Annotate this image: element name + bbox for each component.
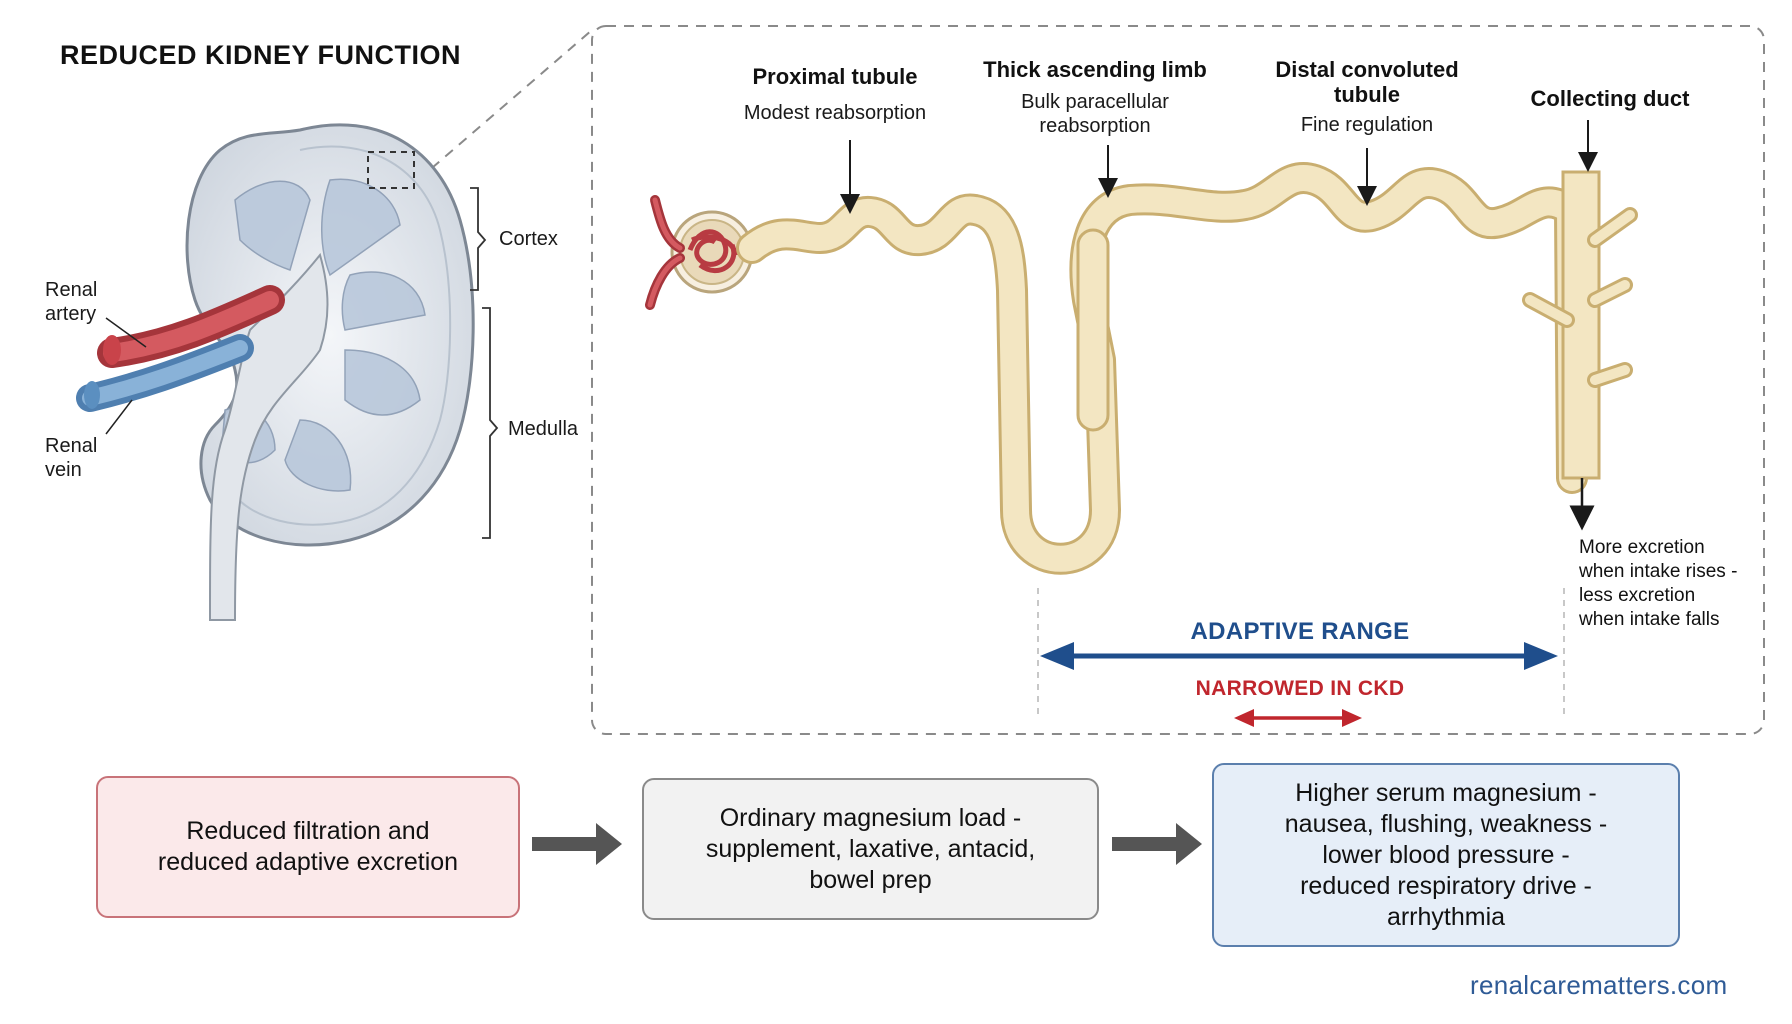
flow-box-magnesium-load: Ordinary magnesium load - supplement, la… <box>642 778 1099 920</box>
segment-proximal-tubule: Proximal tubule Modest reabsorption <box>710 64 960 125</box>
segment-collecting-duct: Collecting duct <box>1500 86 1720 111</box>
flow-arrow-1 <box>532 823 622 865</box>
segment-note: Modest reabsorption <box>743 102 927 124</box>
segment-note: Fine regulation <box>1300 114 1434 136</box>
flow-box-higher-serum-magnesium: Higher serum magnesium - nausea, flushin… <box>1212 763 1680 947</box>
page-title: REDUCED KIDNEY FUNCTION <box>60 40 462 70</box>
flow-arrow-2 <box>1112 823 1202 865</box>
renal-artery-label: Renal artery <box>45 279 98 325</box>
excretion-note: More excretion when intake rises - less … <box>1579 537 1738 630</box>
segment-distal-convoluted-tubule: Distal convoluted tubule Fine regulation <box>1232 57 1502 137</box>
narrowed-range-arrow <box>1234 709 1362 727</box>
cortex-label: Cortex <box>499 228 558 250</box>
segment-name: Proximal tubule <box>752 64 918 89</box>
cortex-bracket <box>470 187 487 291</box>
kidney-zoom-box <box>367 151 415 189</box>
zoom-connector <box>417 29 593 181</box>
footer-website[interactable]: renalcarematters.com <box>1470 970 1728 1000</box>
flow-box-reduced-filtration: Reduced filtration and reduced adaptive … <box>96 776 520 918</box>
narrowed-in-ckd-label: NARROWED IN CKD <box>1195 677 1405 700</box>
glomerulus <box>645 195 754 310</box>
nephron-tubule <box>739 165 1585 572</box>
nephron-tubule-outline <box>736 162 1588 575</box>
medulla-bracket <box>482 307 499 539</box>
zoom-frame <box>591 25 1765 735</box>
segment-name: Thick ascending limb <box>983 57 1207 82</box>
adaptive-range-label: ADAPTIVE RANGE <box>1190 618 1410 645</box>
segment-name: Distal convoluted tubule <box>1275 57 1459 107</box>
segment-note: Bulk paracellular reabsorption <box>1021 91 1169 137</box>
adaptive-range-arrow <box>1040 642 1558 670</box>
medulla-label: Medulla <box>508 418 579 440</box>
renal-vein-label: Renal vein <box>45 435 98 481</box>
segment-thick-ascending-limb: Thick ascending limb Bulk paracellular r… <box>960 57 1230 138</box>
kidney-illustration <box>76 123 475 621</box>
segment-name: Collecting duct <box>1530 86 1690 111</box>
